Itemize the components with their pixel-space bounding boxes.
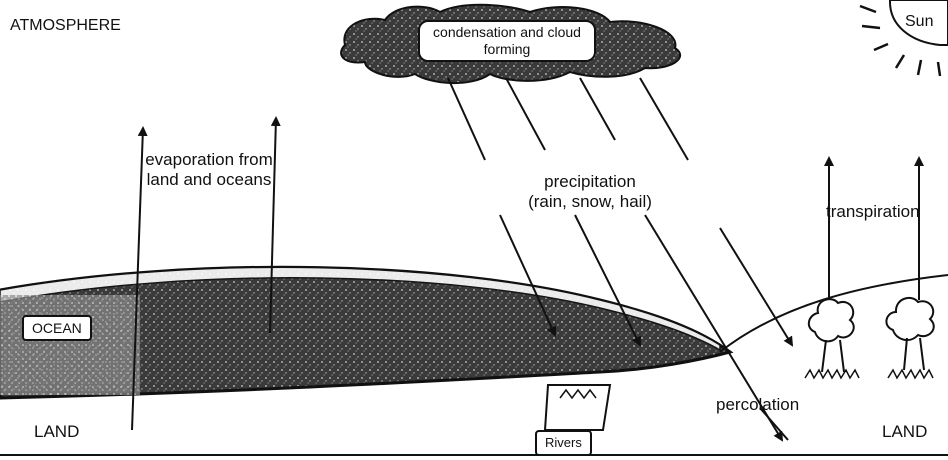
rivers-label: Rivers bbox=[535, 430, 592, 456]
sun-label: Sun bbox=[905, 12, 933, 32]
land-left-label: LAND bbox=[34, 422, 79, 442]
precipitation-label: precipitation (rain, snow, hail) bbox=[520, 172, 660, 212]
precipitation-arrow-3 bbox=[580, 78, 615, 140]
land-right-label: LAND bbox=[882, 422, 927, 442]
sun-icon bbox=[860, 0, 948, 76]
precipitation-arrow-2 bbox=[506, 78, 545, 150]
ocean-band bbox=[0, 267, 730, 398]
ocean-label: OCEAN bbox=[22, 315, 92, 341]
tree-icon bbox=[805, 299, 859, 378]
atmosphere-label: ATMOSPHERE bbox=[10, 16, 121, 36]
transpiration-label: transpiration bbox=[826, 202, 920, 222]
precipitation-label-line1: precipitation bbox=[520, 172, 660, 192]
tree-icon bbox=[886, 298, 933, 378]
condensation-label: condensation and cloud forming bbox=[418, 20, 596, 62]
evaporation-label: evaporation from land and oceans bbox=[134, 150, 284, 190]
precipitation-arrow-4 bbox=[640, 78, 688, 160]
precipitation-label-line2: (rain, snow, hail) bbox=[520, 192, 660, 212]
percolation-label: percolation bbox=[716, 395, 799, 415]
precipitation-arrow-1 bbox=[448, 78, 485, 160]
rivers-channel bbox=[545, 385, 610, 430]
